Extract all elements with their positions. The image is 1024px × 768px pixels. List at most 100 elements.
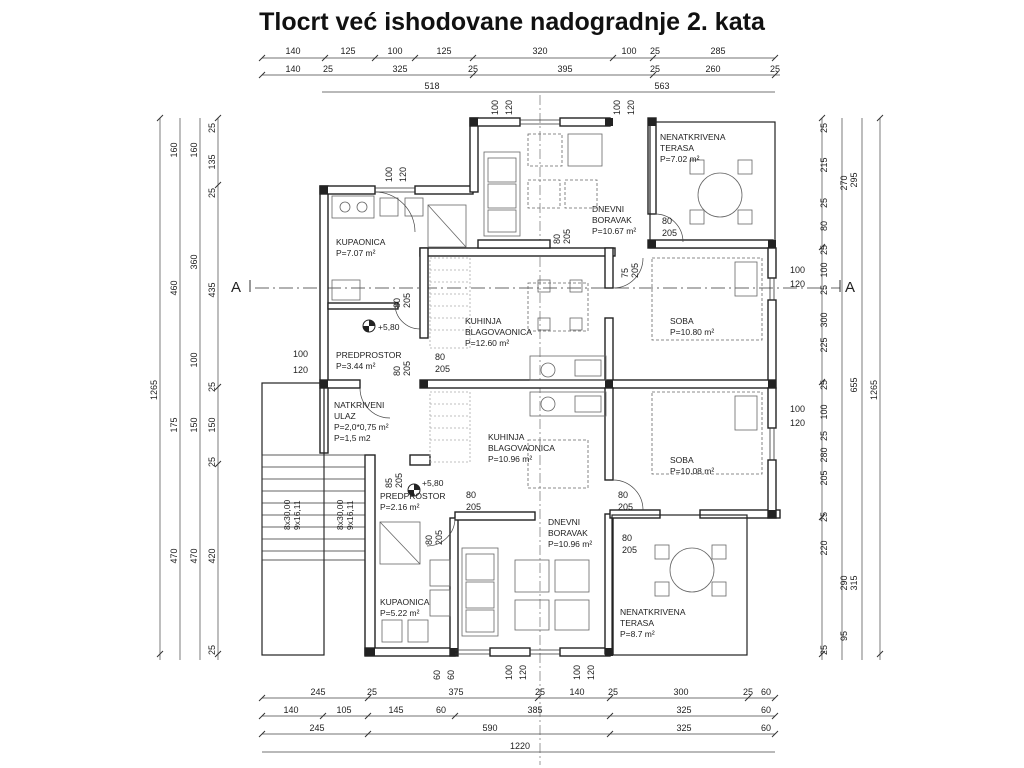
dim-label: 25 — [207, 123, 217, 133]
dim-label: 60 — [761, 705, 771, 715]
dim-label: 25 — [819, 512, 829, 522]
dim-label: 25 — [743, 687, 753, 697]
dim-label: 25 — [819, 123, 829, 133]
opening-label: 80 — [552, 234, 562, 244]
stair-note: 8x30,00 — [282, 499, 292, 530]
opening-label: 100 — [572, 665, 582, 680]
opening-label: 80 — [622, 533, 632, 543]
room-label-ulaz: NATKRIVENI ULAZ P=2,0*0,75 m² P=1,5 m2 — [334, 400, 391, 443]
dim-label: 25 — [207, 645, 217, 655]
opening-label: 205 — [630, 263, 640, 278]
furniture — [261, 133, 763, 643]
stair-note: 9x16,11 — [292, 500, 302, 530]
dim-label: 205 — [819, 470, 829, 485]
opening-label: 100 — [790, 265, 805, 275]
dims-bottom-2: 140 105 145 60 385 325 60 — [283, 705, 771, 715]
dim-label: 563 — [654, 81, 669, 91]
dim-label: 325 — [392, 64, 407, 74]
dim-label: 135 — [207, 154, 217, 169]
dim-label: 470 — [169, 548, 179, 563]
opening-label: 120 — [790, 418, 805, 428]
dim-label: 420 — [207, 548, 217, 563]
opening-label: 75 — [620, 268, 630, 278]
opening-label: 205 — [402, 293, 412, 308]
room-label-predprostor-top: PREDPROSTOR P=3.44 m² — [336, 350, 404, 371]
opening-label: 205 — [562, 229, 572, 244]
dim-label: 1265 — [869, 380, 879, 400]
dim-label: 300 — [673, 687, 688, 697]
opening-label: 120 — [790, 279, 805, 289]
dim-label: 655 — [849, 377, 859, 392]
opening-label: 205 — [662, 228, 677, 238]
dim-label: 140 — [285, 64, 300, 74]
opening-label: 100 — [612, 100, 622, 115]
opening-label: 100 — [790, 404, 805, 414]
dim-label: 60 — [761, 687, 771, 697]
opening-label: 60 — [432, 670, 442, 680]
dim-label: 300 — [819, 312, 829, 327]
room-label-boravak-bottom: DNEVNI BORAVAK P=10.96 m² — [548, 517, 592, 549]
stair-note: 9x16,11 — [345, 500, 355, 530]
room-label-kupaonica-top: KUPAONICA P=7.07 m² — [336, 237, 387, 258]
dim-label: 25 — [207, 457, 217, 467]
dim-label: 25 — [468, 64, 478, 74]
dim-label: 325 — [676, 723, 691, 733]
room-label-predprostor-bottom: PREDPROSTOR P=2.16 m² — [380, 491, 448, 512]
dim-label: 140 — [285, 46, 300, 56]
opening-label: 80 — [392, 366, 402, 376]
dim-label: 375 — [448, 687, 463, 697]
dim-label: 175 — [169, 417, 179, 432]
dim-label: 245 — [309, 723, 324, 733]
opening-label: 80 — [618, 490, 628, 500]
opening-label: 80 — [392, 298, 402, 308]
dim-label: 385 — [527, 705, 542, 715]
opening-label: 205 — [466, 502, 481, 512]
dim-label: 60 — [761, 723, 771, 733]
dim-label: 1265 — [149, 380, 159, 400]
opening-label: 60 — [446, 670, 456, 680]
dim-label: 225 — [819, 337, 829, 352]
dim-label: 25 — [650, 64, 660, 74]
opening-labels: 100 120 100 120 100 120 100 120 100 120 … — [293, 100, 805, 680]
dim-label: 80 — [819, 221, 829, 231]
stair-note: 8x30,00 — [335, 499, 345, 530]
dim-label: 590 — [482, 723, 497, 733]
dim-label: 360 — [189, 254, 199, 269]
dim-label: 100 — [189, 352, 199, 367]
dim-label: 25 — [819, 198, 829, 208]
dim-label: 25 — [819, 245, 829, 255]
opening-label: 120 — [293, 365, 308, 375]
opening-label: 120 — [504, 100, 514, 115]
dims-bottom-3: 245 590 325 60 — [309, 723, 771, 733]
dim-label: 25 — [608, 687, 618, 697]
stair-notes: 8x30,00 9x16,11 8x30,00 9x16,11 — [282, 499, 355, 530]
opening-label: 100 — [490, 100, 500, 115]
dim-label: 285 — [710, 46, 725, 56]
room-label-soba-bottom: SOBA P=10.08 m² — [670, 455, 714, 476]
opening-label: 205 — [434, 530, 444, 545]
dim-label: 245 — [310, 687, 325, 697]
opening-label: 205 — [402, 361, 412, 376]
opening-label: 205 — [394, 473, 404, 488]
section-line-a: A A — [231, 95, 855, 765]
dim-label: 150 — [189, 417, 199, 432]
opening-label: 100 — [504, 665, 514, 680]
opening-label: 120 — [626, 100, 636, 115]
dim-label: 100 — [819, 404, 829, 419]
dim-label: 95 — [839, 631, 849, 641]
opening-label: 100 — [384, 167, 394, 182]
dim-label: 25 — [819, 285, 829, 295]
dim-label: 25 — [819, 645, 829, 655]
dims-bottom-4: 1220 — [510, 741, 530, 751]
opening-label: 205 — [618, 502, 633, 512]
dim-label: 25 — [367, 687, 377, 697]
dim-label: 215 — [819, 157, 829, 172]
dims-top-3: 518 563 — [424, 81, 669, 91]
dim-label: 160 — [189, 142, 199, 157]
dim-label: 518 — [424, 81, 439, 91]
dim-label: 100 — [819, 262, 829, 277]
dim-label: 395 — [557, 64, 572, 74]
section-marker-right: A — [845, 279, 855, 296]
dims-left: 25 135 25 435 25 150 25 420 25 160 160 3… — [149, 123, 217, 655]
dim-label: 160 — [169, 142, 179, 157]
